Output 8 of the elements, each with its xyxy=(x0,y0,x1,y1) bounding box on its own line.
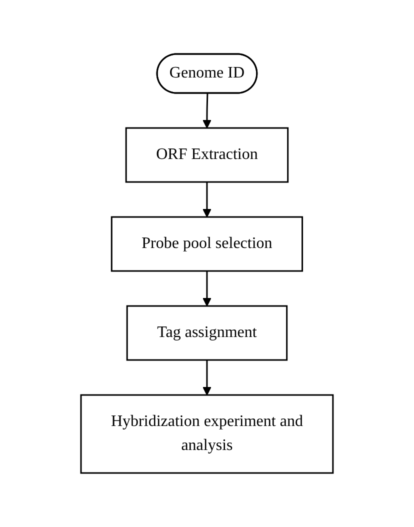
arrow xyxy=(202,271,212,306)
node-box: Tag assignment xyxy=(126,305,288,361)
arrow xyxy=(202,93,212,128)
node-box: Probe pool selection xyxy=(110,216,304,272)
node-box: ORF Extraction xyxy=(125,127,289,183)
arrow xyxy=(202,360,212,396)
arrow xyxy=(202,182,212,218)
node-box: Hybridization experiment and analysis xyxy=(80,394,334,474)
